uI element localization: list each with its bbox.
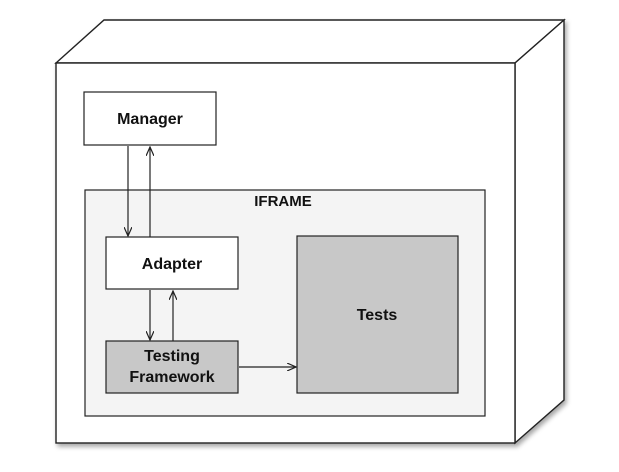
manager-label: Manager	[117, 111, 183, 128]
testing-framework-box	[105, 340, 239, 394]
edges	[128, 146, 296, 367]
iframe-label: IFRAME	[254, 193, 312, 210]
testing-framework-label-line2: Framework	[129, 369, 214, 386]
cube-top-face	[54, 19, 566, 64]
manager-node: Manager	[83, 91, 217, 146]
adapter-box	[105, 236, 239, 290]
testing-framework-label-line1: Testing	[144, 348, 200, 365]
adapter-label: Adapter	[142, 256, 202, 273]
tests-box	[296, 235, 459, 394]
testing-framework-node: Testing Framework	[105, 340, 239, 394]
manager-box	[83, 91, 217, 146]
adapter-node: Adapter	[105, 236, 239, 290]
tests-node: Tests	[296, 235, 459, 394]
tests-label: Tests	[357, 307, 398, 324]
cube-right-face	[514, 18, 565, 445]
